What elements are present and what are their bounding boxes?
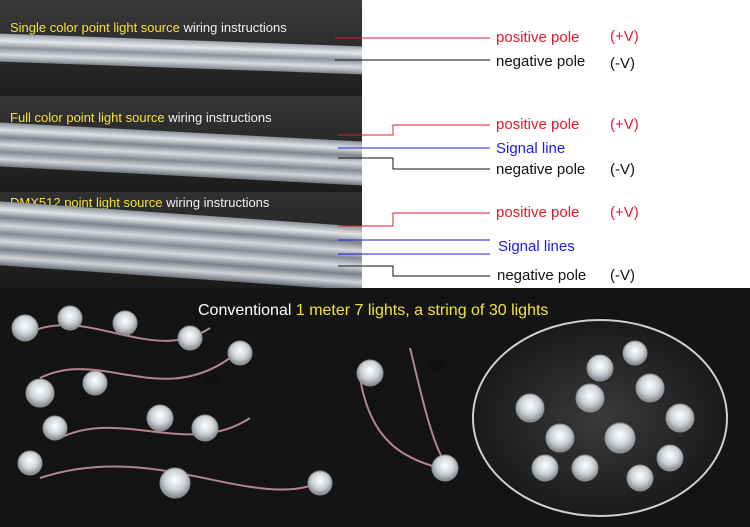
full-color-title: Full color point light source wiring ins… bbox=[10, 110, 272, 125]
dmx512-panel: DMX512 point light source wiring instruc… bbox=[0, 192, 362, 288]
negative-pole-label-3: negative pole bbox=[497, 267, 587, 284]
plus-v-label-1: (+V) bbox=[610, 28, 639, 45]
plus-v-label-2: (+V) bbox=[610, 116, 639, 133]
minus-v-label-1: (-V) bbox=[610, 55, 635, 72]
signal-line-label: Signal line bbox=[496, 140, 566, 157]
positive-pole-label-1: positive pole bbox=[496, 29, 580, 46]
light-string-photo bbox=[0, 288, 750, 527]
single-color-title: Single color point light source wiring i… bbox=[10, 20, 287, 35]
single-color-panel: Single color point light source wiring i… bbox=[0, 0, 362, 96]
minus-v-label-2: (-V) bbox=[610, 161, 635, 178]
positive-connector-2 bbox=[338, 124, 490, 136]
negative-connector-3 bbox=[338, 265, 490, 277]
plus-v-label-3: (+V) bbox=[610, 204, 639, 221]
negative-pole-label-1: negative pole bbox=[496, 53, 586, 70]
positive-pole-label-2: positive pole bbox=[496, 116, 580, 133]
full-color-panel: Full color point light source wiring ins… bbox=[0, 96, 362, 192]
minus-v-label-3: (-V) bbox=[610, 267, 635, 284]
light-string-illustration bbox=[11, 305, 728, 517]
signal-lines-label: Signal lines bbox=[498, 238, 575, 255]
positive-connector-3 bbox=[338, 212, 490, 227]
connector-plug-image bbox=[430, 360, 446, 370]
positive-pole-label-3: positive pole bbox=[496, 204, 580, 221]
negative-pole-label-2: negative pole bbox=[496, 161, 586, 178]
negative-connector-2 bbox=[338, 157, 490, 170]
photo-caption: Conventional 1 meter 7 lights, a string … bbox=[198, 302, 549, 319]
